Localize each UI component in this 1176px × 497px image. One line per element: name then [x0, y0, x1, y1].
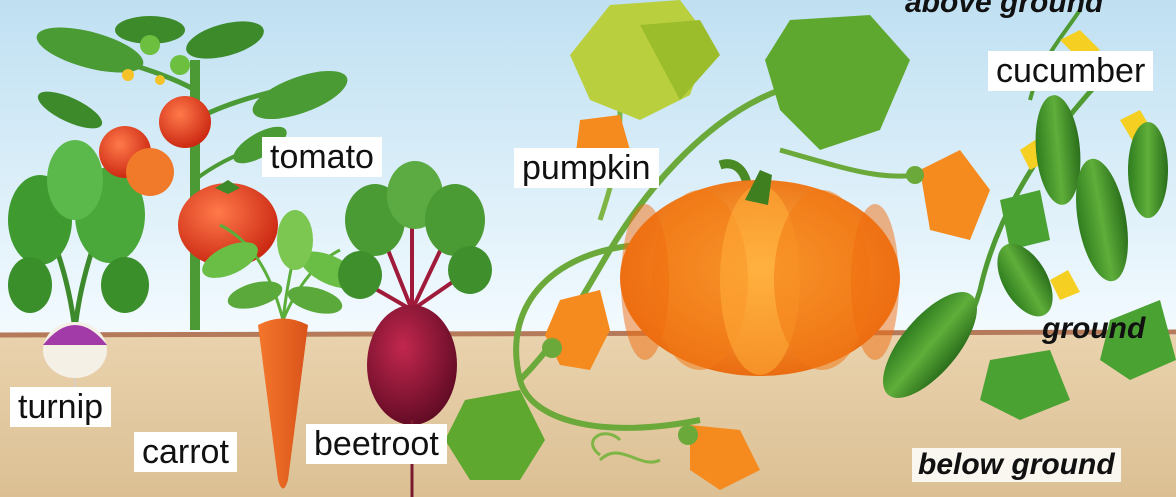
zone-label-below-ground: below ground: [912, 448, 1121, 482]
label-cucumber: cucumber: [988, 51, 1153, 91]
label-pumpkin: pumpkin: [514, 148, 659, 188]
zone-label-ground: ground: [1042, 312, 1145, 346]
label-beetroot: beetroot: [306, 424, 447, 464]
label-carrot: carrot: [134, 432, 237, 472]
label-turnip: turnip: [10, 387, 111, 427]
zone-label-above-ground: above ground: [905, 0, 1103, 20]
label-tomato: tomato: [262, 137, 382, 177]
